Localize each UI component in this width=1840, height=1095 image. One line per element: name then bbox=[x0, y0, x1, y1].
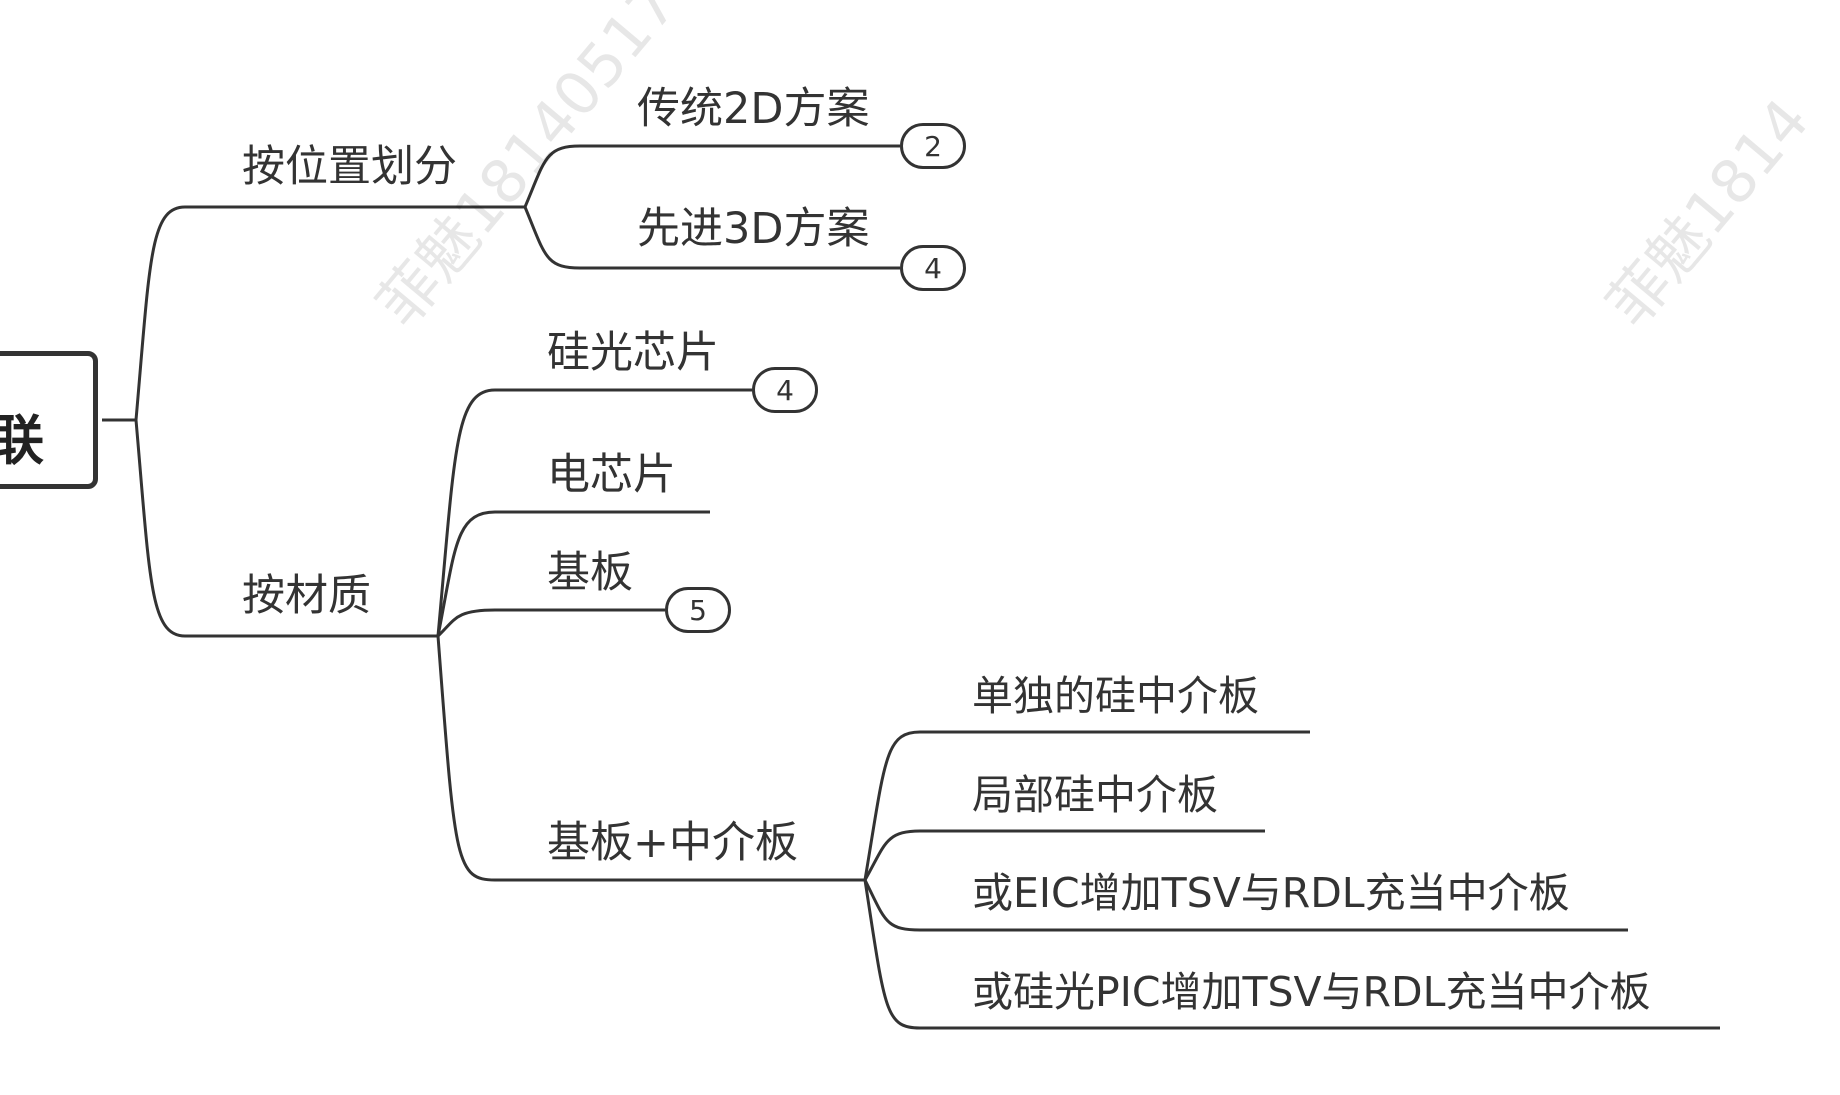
node-siph-label[interactable]: 硅光芯片 bbox=[547, 328, 719, 378]
root-label: 联 bbox=[0, 409, 44, 472]
node-substrate-count-badge[interactable]: 5 bbox=[665, 587, 731, 633]
connector-root-material bbox=[134, 419, 438, 638]
node-2d-count-badge[interactable]: 2 bbox=[900, 123, 966, 169]
node-substrate-label[interactable]: 基板 bbox=[547, 548, 633, 598]
connector-root-position bbox=[134, 205, 525, 421]
node-3d-label[interactable]: 先进3D方案 bbox=[637, 204, 870, 254]
node-ip-3-label[interactable]: 或EIC增加TSV与RDL充当中介板 bbox=[972, 869, 1570, 917]
node-ip-4-label[interactable]: 或硅光PIC增加TSV与RDL充当中介板 bbox=[972, 968, 1651, 1016]
branch-position-label[interactable]: 按位置划分 bbox=[242, 142, 457, 192]
connector-material-interposer bbox=[436, 635, 865, 882]
node-ip-1-label[interactable]: 单独的硅中介板 bbox=[972, 672, 1259, 720]
connector-position-2d bbox=[523, 144, 900, 208]
root-node[interactable] bbox=[0, 351, 98, 489]
node-3d-count-badge[interactable]: 4 bbox=[900, 245, 966, 291]
branch-material-label[interactable]: 按材质 bbox=[242, 571, 371, 621]
node-siph-count-badge[interactable]: 4 bbox=[752, 367, 818, 413]
connector-ip-2 bbox=[863, 829, 1265, 881]
connector-ip-1 bbox=[863, 730, 1310, 881]
connector-ip-3 bbox=[863, 879, 1628, 932]
connector-position-3d bbox=[523, 206, 900, 270]
node-interposer-label[interactable]: 基板+中介板 bbox=[547, 818, 799, 868]
connector-ip-4 bbox=[863, 879, 1720, 1030]
connector-material-elec bbox=[436, 510, 710, 637]
node-elec-label[interactable]: 电芯片 bbox=[547, 450, 676, 500]
connector-material-substrate bbox=[436, 608, 665, 638]
node-ip-2-label[interactable]: 局部硅中介板 bbox=[972, 771, 1218, 819]
node-2d-label[interactable]: 传统2D方案 bbox=[637, 84, 870, 134]
connector-material-siph bbox=[436, 388, 752, 637]
